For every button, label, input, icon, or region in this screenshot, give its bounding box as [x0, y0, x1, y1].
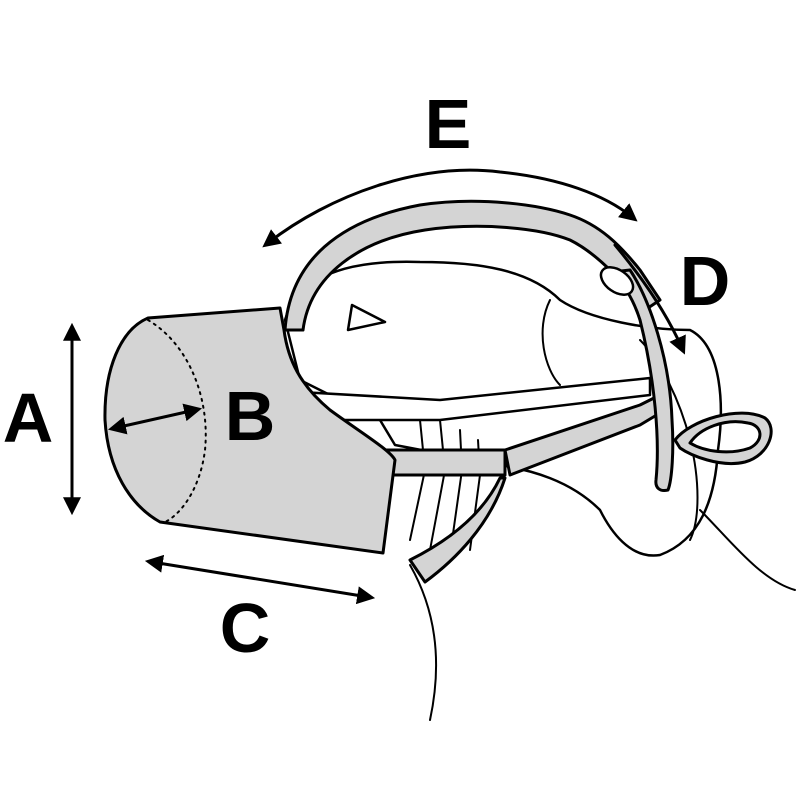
label-e: E: [425, 85, 472, 163]
muzzle-body: [103, 306, 397, 555]
dog-neck-outline: [409, 564, 438, 721]
buckle-ring: [599, 266, 635, 296]
dog-eye: [346, 303, 387, 332]
arrow-c: [144, 554, 376, 605]
label-b: B: [225, 377, 276, 455]
arrow-b: [107, 403, 203, 435]
lower-strap-curve: [408, 476, 507, 584]
dog-cheek-line: [541, 299, 561, 386]
dog-back-line: [699, 509, 796, 591]
arrow-e: [262, 168, 638, 248]
label-d: D: [680, 242, 731, 320]
lower-strap: [383, 448, 507, 477]
muzzle-front-curve: [147, 319, 207, 523]
arrow-d-line: [613, 243, 686, 355]
label-c: C: [220, 589, 271, 667]
label-a: A: [3, 379, 54, 457]
neck-strap: [610, 268, 675, 492]
strap-end-loop: [673, 411, 773, 465]
